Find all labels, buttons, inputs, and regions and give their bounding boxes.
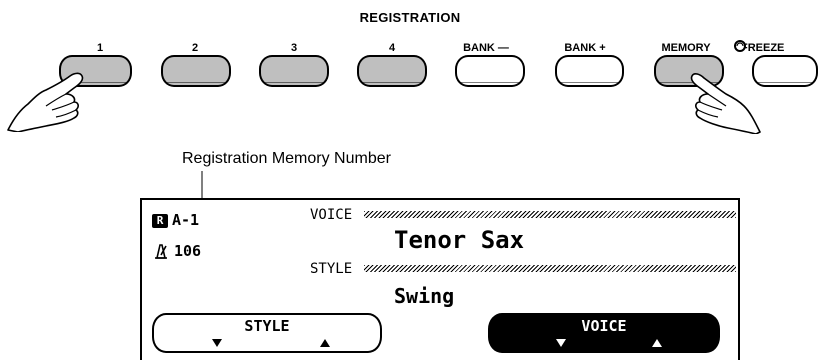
button-4-label: 4 bbox=[388, 42, 396, 54]
freeze-button[interactable] bbox=[752, 55, 818, 87]
memory-button[interactable] bbox=[654, 55, 724, 87]
pressing-hand-icon bbox=[7, 72, 84, 132]
bank-minus-button[interactable] bbox=[455, 55, 525, 87]
style-divider bbox=[364, 265, 736, 272]
registration-button-2[interactable] bbox=[161, 55, 231, 87]
style-select-button[interactable]: STYLE bbox=[152, 313, 382, 353]
style-label: STYLE bbox=[310, 261, 353, 277]
bank-plus-label: BANK + bbox=[564, 42, 606, 54]
voice-name: Tenor Sax bbox=[394, 226, 525, 254]
metronome-icon bbox=[155, 244, 167, 259]
pressing-hand-icon bbox=[690, 73, 761, 134]
bank-plus-button[interactable] bbox=[555, 55, 624, 87]
voice-up-icon[interactable] bbox=[652, 339, 662, 347]
tempo-value: 106 bbox=[174, 242, 202, 260]
freeze-label: FREEZE bbox=[741, 42, 785, 54]
freeze-led-icon bbox=[734, 40, 746, 52]
registration-panel-title: REGISTRATION bbox=[359, 10, 461, 25]
voice-select-button[interactable]: VOICE bbox=[488, 313, 720, 353]
style-up-icon[interactable] bbox=[320, 339, 330, 347]
voice-divider bbox=[364, 211, 736, 218]
voice-select-label: VOICE bbox=[581, 317, 627, 335]
callout-label: Registration Memory Number bbox=[182, 150, 391, 167]
registration-icon: R bbox=[152, 214, 168, 228]
bank-minus-label: BANK — bbox=[463, 42, 509, 54]
voice-down-icon[interactable] bbox=[556, 339, 566, 347]
button-2-label: 2 bbox=[191, 42, 199, 54]
style-down-icon[interactable] bbox=[212, 339, 222, 347]
button-1-label: 1 bbox=[96, 42, 104, 54]
voice-label: VOICE bbox=[310, 207, 353, 223]
style-select-label: STYLE bbox=[244, 317, 290, 335]
style-name: Swing bbox=[394, 284, 455, 308]
registration-button-4[interactable] bbox=[357, 55, 427, 87]
registration-button-3[interactable] bbox=[259, 55, 329, 87]
button-3-label: 3 bbox=[290, 42, 298, 54]
memory-label: MEMORY bbox=[661, 42, 711, 54]
lcd-display: R A-1 106 VOICE Tenor Sax STYLE Swing ST… bbox=[140, 198, 740, 360]
registration-number: A-1 bbox=[172, 211, 200, 229]
